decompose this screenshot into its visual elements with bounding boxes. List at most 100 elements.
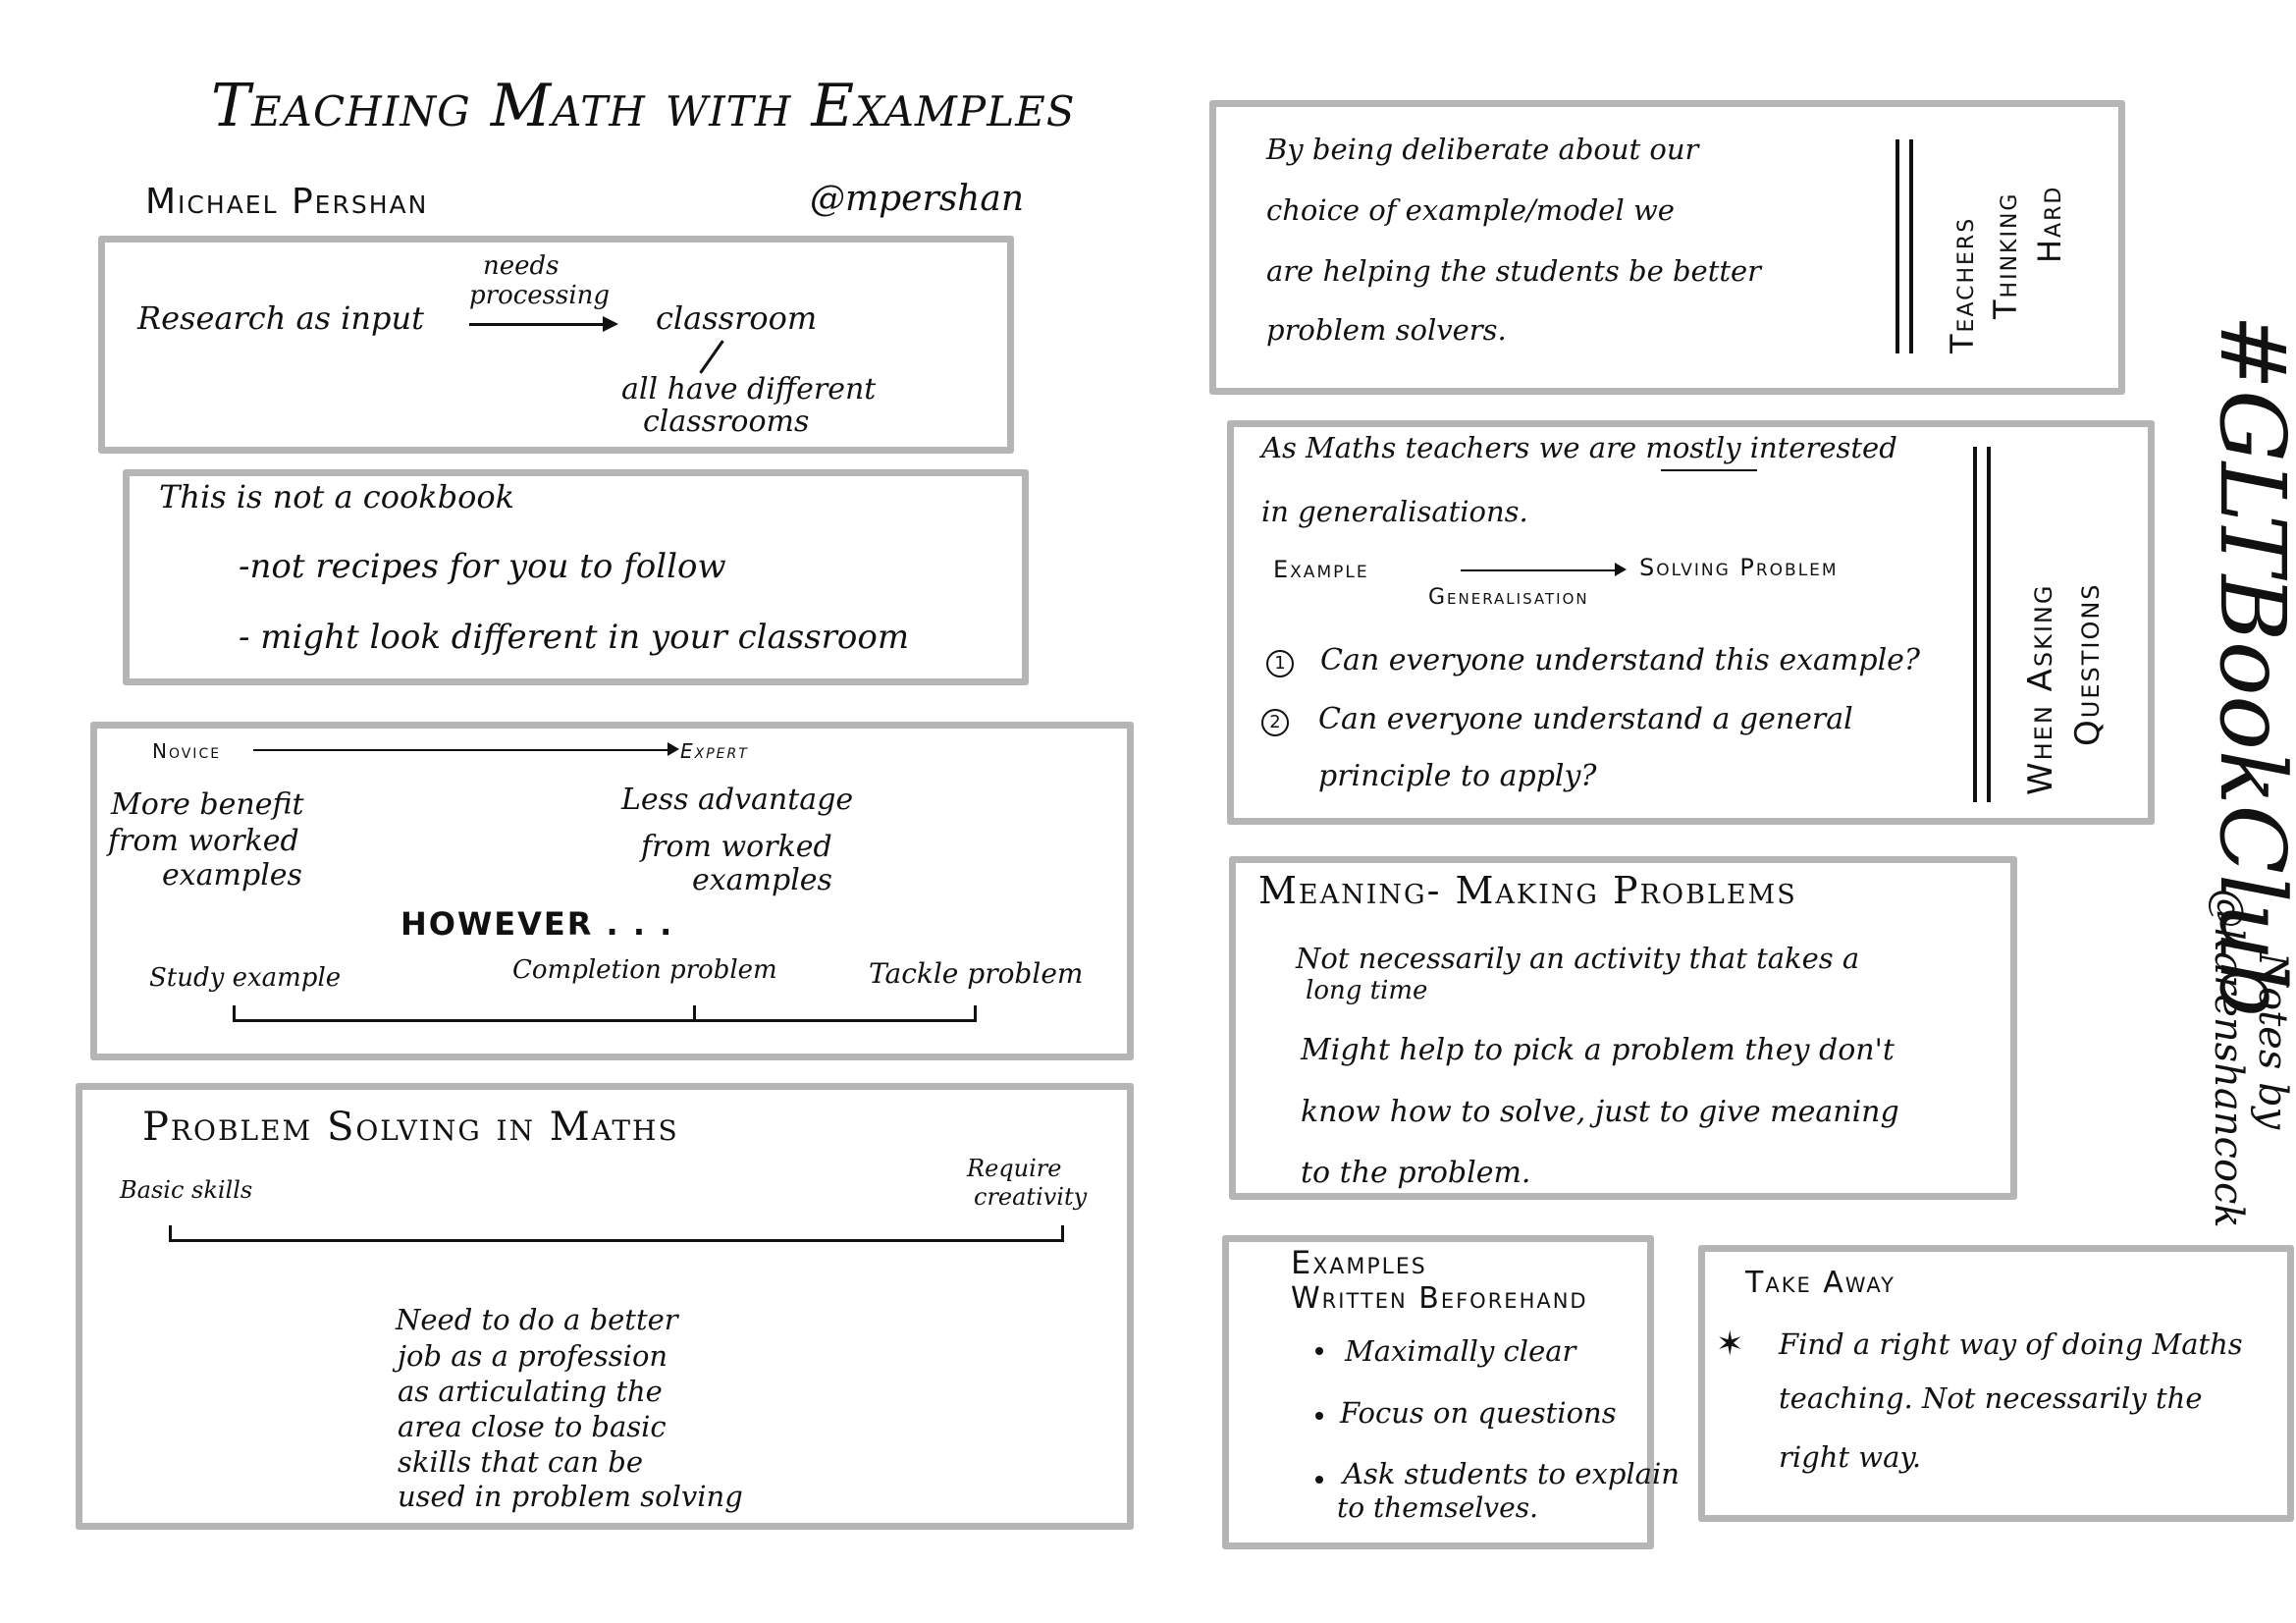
novice-benefit-1: More benefit	[111, 787, 304, 822]
novice-benefit-2: from worked	[108, 824, 299, 858]
notes-by-text: Notes by	[2250, 952, 2295, 1130]
problem-solving-heading: Problem Solving in Maths	[142, 1105, 679, 1150]
meaning-making-box	[1229, 856, 2017, 1200]
creativity-label: creativity	[974, 1183, 1088, 1211]
generalisation-arrow-line	[1461, 569, 1618, 571]
profession-note-6: used in problem solving	[398, 1480, 743, 1513]
examples-heading-1: Examples	[1291, 1244, 1427, 1281]
scale-study-example: Study example	[149, 963, 342, 993]
bullet-dot-3	[1315, 1476, 1323, 1484]
question-1-text: Can everyone understand this example?	[1320, 643, 1921, 677]
research-arrow-head	[603, 316, 618, 332]
examples-bullet-3-cont: to themselves.	[1337, 1491, 1538, 1524]
skills-scale-tick-right	[1061, 1225, 1064, 1242]
hard-label: Hard	[2031, 185, 2068, 263]
novice-expert-arrow-head	[667, 742, 679, 756]
meaning-making-heading: Meaning- Making Problems	[1258, 869, 1797, 912]
expert-advantage-3: examples	[692, 863, 832, 897]
teachers-label: Teachers	[1944, 216, 1981, 353]
bullet-dot-1	[1315, 1347, 1323, 1355]
mostly-underline	[1661, 469, 1757, 471]
deliberate-divider-1	[1896, 139, 1899, 353]
arrow-label-needs: needs	[483, 251, 560, 281]
deliberate-box	[1209, 100, 2125, 395]
meaning-line-4: know how to solve, just to give meaning	[1301, 1095, 1899, 1129]
generalisation-arrow-head	[1615, 563, 1627, 576]
cookbook-heading: This is not a cookbook	[159, 478, 515, 515]
deliberate-line-2: choice of example/model we	[1266, 193, 1675, 227]
meaning-line-2: long time	[1306, 976, 1428, 1005]
arrow-label-processing: processing	[469, 281, 611, 310]
deliberate-line-1: By being deliberate about our	[1266, 133, 1699, 166]
scale-tick-mid	[693, 1005, 696, 1022]
example-label: Example	[1273, 556, 1369, 583]
expert-advantage-1: Less advantage	[621, 783, 854, 817]
author-handle: @mpershan	[810, 179, 1025, 219]
takeaway-line-2: teaching. Not necessarily the	[1779, 1381, 2203, 1415]
examples-bullet-3: Ask students to explain	[1343, 1457, 1680, 1490]
questions-divider-1	[1973, 447, 1977, 802]
profession-note-3: as articulating the	[398, 1375, 663, 1408]
profession-note-5: skills that can be	[398, 1445, 644, 1479]
expert-advantage-2: from worked	[641, 830, 832, 864]
examples-box	[1222, 1235, 1654, 1549]
examples-bullet-2: Focus on questions	[1340, 1396, 1617, 1430]
profession-note-2: job as a profession	[398, 1339, 668, 1373]
skills-scale-line	[169, 1239, 1064, 1242]
meaning-line-1: Not necessarily an activity that takes a	[1296, 942, 1860, 975]
question-2-number: 2	[1261, 709, 1289, 736]
deliberate-line-4: problem solvers.	[1266, 313, 1507, 347]
cookbook-line-2: - might look different in your classroom	[239, 618, 910, 657]
takeaway-box	[1698, 1245, 2294, 1522]
worked-example-scale-line	[233, 1019, 977, 1022]
examples-bullet-1: Maximally clear	[1345, 1334, 1576, 1368]
meaning-line-3: Might help to pick a problem they don't	[1301, 1033, 1895, 1067]
scale-completion-problem: Completion problem	[512, 955, 777, 985]
examples-heading-2: Written Beforehand	[1291, 1281, 1588, 1316]
classroom-note-1: all have different	[621, 372, 877, 406]
expertise-box	[90, 722, 1134, 1060]
questions-label: Questions	[2068, 582, 2108, 746]
classroom-note-2: classrooms	[643, 405, 810, 439]
skills-scale-tick-left	[169, 1225, 172, 1242]
research-box	[98, 236, 1014, 454]
when-asking-label: When Asking	[2021, 583, 2060, 795]
question-2-text-1: Can everyone understand a general	[1318, 702, 1853, 736]
takeaway-heading: Take Away	[1745, 1266, 1896, 1300]
question-2-text-2: principle to apply?	[1318, 759, 1597, 793]
deliberate-line-3: are helping the students be better	[1266, 254, 1762, 288]
takeaway-line-1: Find a right way of doing Maths	[1779, 1327, 2243, 1361]
bullet-dot-2	[1315, 1412, 1323, 1420]
cookbook-box	[123, 469, 1029, 685]
takeaway-line-3: right way.	[1779, 1440, 1922, 1474]
novice-expert-arrow-line	[253, 749, 670, 751]
cookbook-line-1: -not recipes for you to follow	[239, 547, 726, 586]
require-label: Require	[967, 1155, 1062, 1182]
classroom-text: classroom	[656, 299, 818, 337]
generalisation-arrow-label: Generalisation	[1428, 585, 1589, 610]
page-title: Teaching Math with Examples	[211, 72, 1076, 140]
scale-tick-left	[233, 1005, 236, 1022]
novice-label: Novice	[152, 739, 222, 763]
however-text: HOWEVER . . .	[400, 905, 674, 943]
profession-note-4: area close to basic	[398, 1410, 667, 1443]
credit-handle: @karenshancock	[2206, 889, 2251, 1228]
research-arrow-line	[469, 323, 607, 326]
meaning-line-5: to the problem.	[1301, 1156, 1531, 1190]
generalisation-line-2: in generalisations.	[1261, 495, 1528, 528]
profession-note-1: Need to do a better	[396, 1303, 678, 1336]
questions-divider-2	[1987, 447, 1991, 802]
novice-benefit-3: examples	[162, 858, 302, 893]
thinking-label: Thinking	[1987, 191, 2024, 319]
solving-problem-label: Solving Problem	[1639, 554, 1839, 581]
generalisation-box	[1227, 420, 2155, 825]
research-input-text: Research as input	[137, 299, 424, 337]
scale-tackle-problem: Tackle problem	[869, 957, 1084, 990]
generalisation-line-1: As Maths teachers we are mostly interest…	[1261, 431, 1897, 464]
deliberate-divider-2	[1909, 139, 1913, 353]
question-1-number: 1	[1266, 650, 1294, 677]
basic-skills-label: Basic skills	[120, 1176, 253, 1204]
author-name: Michael Pershan	[145, 182, 429, 222]
star-icon: ✶	[1716, 1325, 1744, 1364]
scale-tick-right	[974, 1005, 977, 1022]
